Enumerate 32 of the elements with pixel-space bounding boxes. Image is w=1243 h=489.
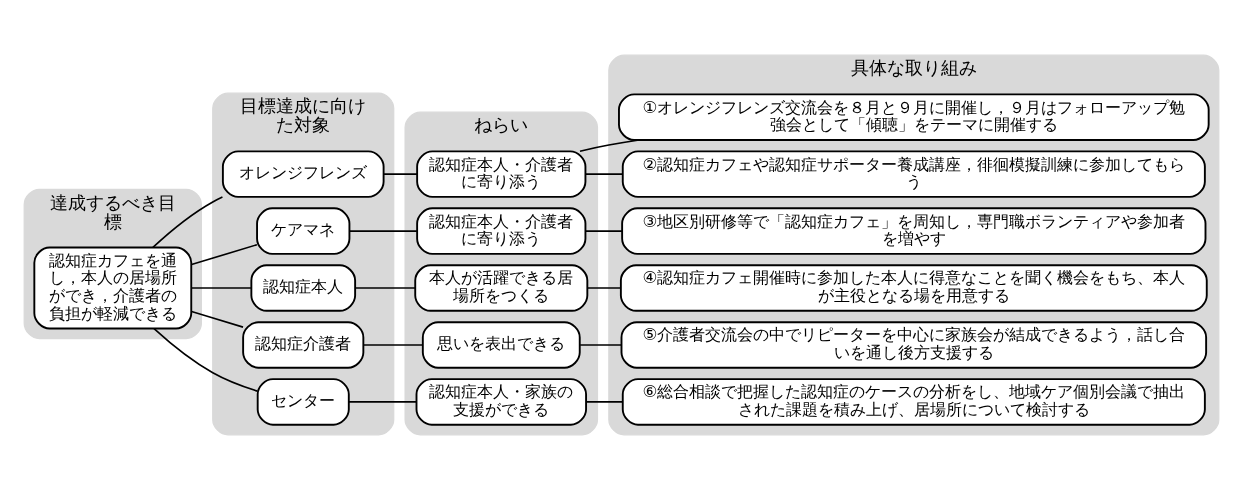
connector [383,172,418,175]
connector [585,400,624,403]
node-box: ②認知症カフェや認知症サポーター養成講座，徘徊模擬訓練に参加してもらう [621,149,1206,198]
connector [586,286,622,289]
connector [152,195,224,248]
node-box: 認知症カフェを通し，本人の居場所ができ，介護者の負担が軽減できる [33,246,193,329]
connector [348,400,417,403]
node-box: 認知症本人・家族の支援ができる [415,377,588,426]
connector [153,327,259,392]
node-box: ④認知症カフェ開催時に参加した本人に得意なことを聞く機会をもち、本人が主役となる場を用意する [619,263,1208,312]
node-box: ⑤介護者交流会の中でリピーターを中心に家族会が結成できるよう，話し合いを通し後方支援する [620,320,1208,369]
node-box: センター [256,377,350,426]
connector [349,229,418,232]
connector [579,343,623,346]
connector [190,310,244,328]
node-box: 認知症本人・介護者に寄り添う [416,149,587,198]
connector [584,172,624,175]
connector [354,286,416,289]
node-box: ③地区別研修等で「認知症カフェ」を周知し，専門職ボランティアや参加者を増やす [621,206,1207,255]
node-box: ケアマネ [256,206,351,255]
node-box: 思いを表出できる [421,320,581,369]
connector [190,286,252,289]
node-box: 認知症本人・介護者に寄り添う [416,206,587,255]
node-box: 本人が活躍できる居場所をつくる [414,263,589,312]
node-box: オレンジフレンズ [221,149,385,198]
node-box: ①オレンジフレンズ交流会を８月と９月に開催し，９月はフォローアップ勉強会として「傾聴」をテーマに開催する [618,92,1210,141]
node-box: ⑥総合相談で把握した認知症のケースの分析をし、地域ケア個別会議で抽出された課題を積み上げ、居場所について検討する [621,377,1206,426]
node-box: 認知症本人 [250,263,357,312]
node-box: 認知症介護者 [242,320,365,369]
connector [584,229,623,232]
connector [190,243,258,265]
connector [362,343,424,346]
